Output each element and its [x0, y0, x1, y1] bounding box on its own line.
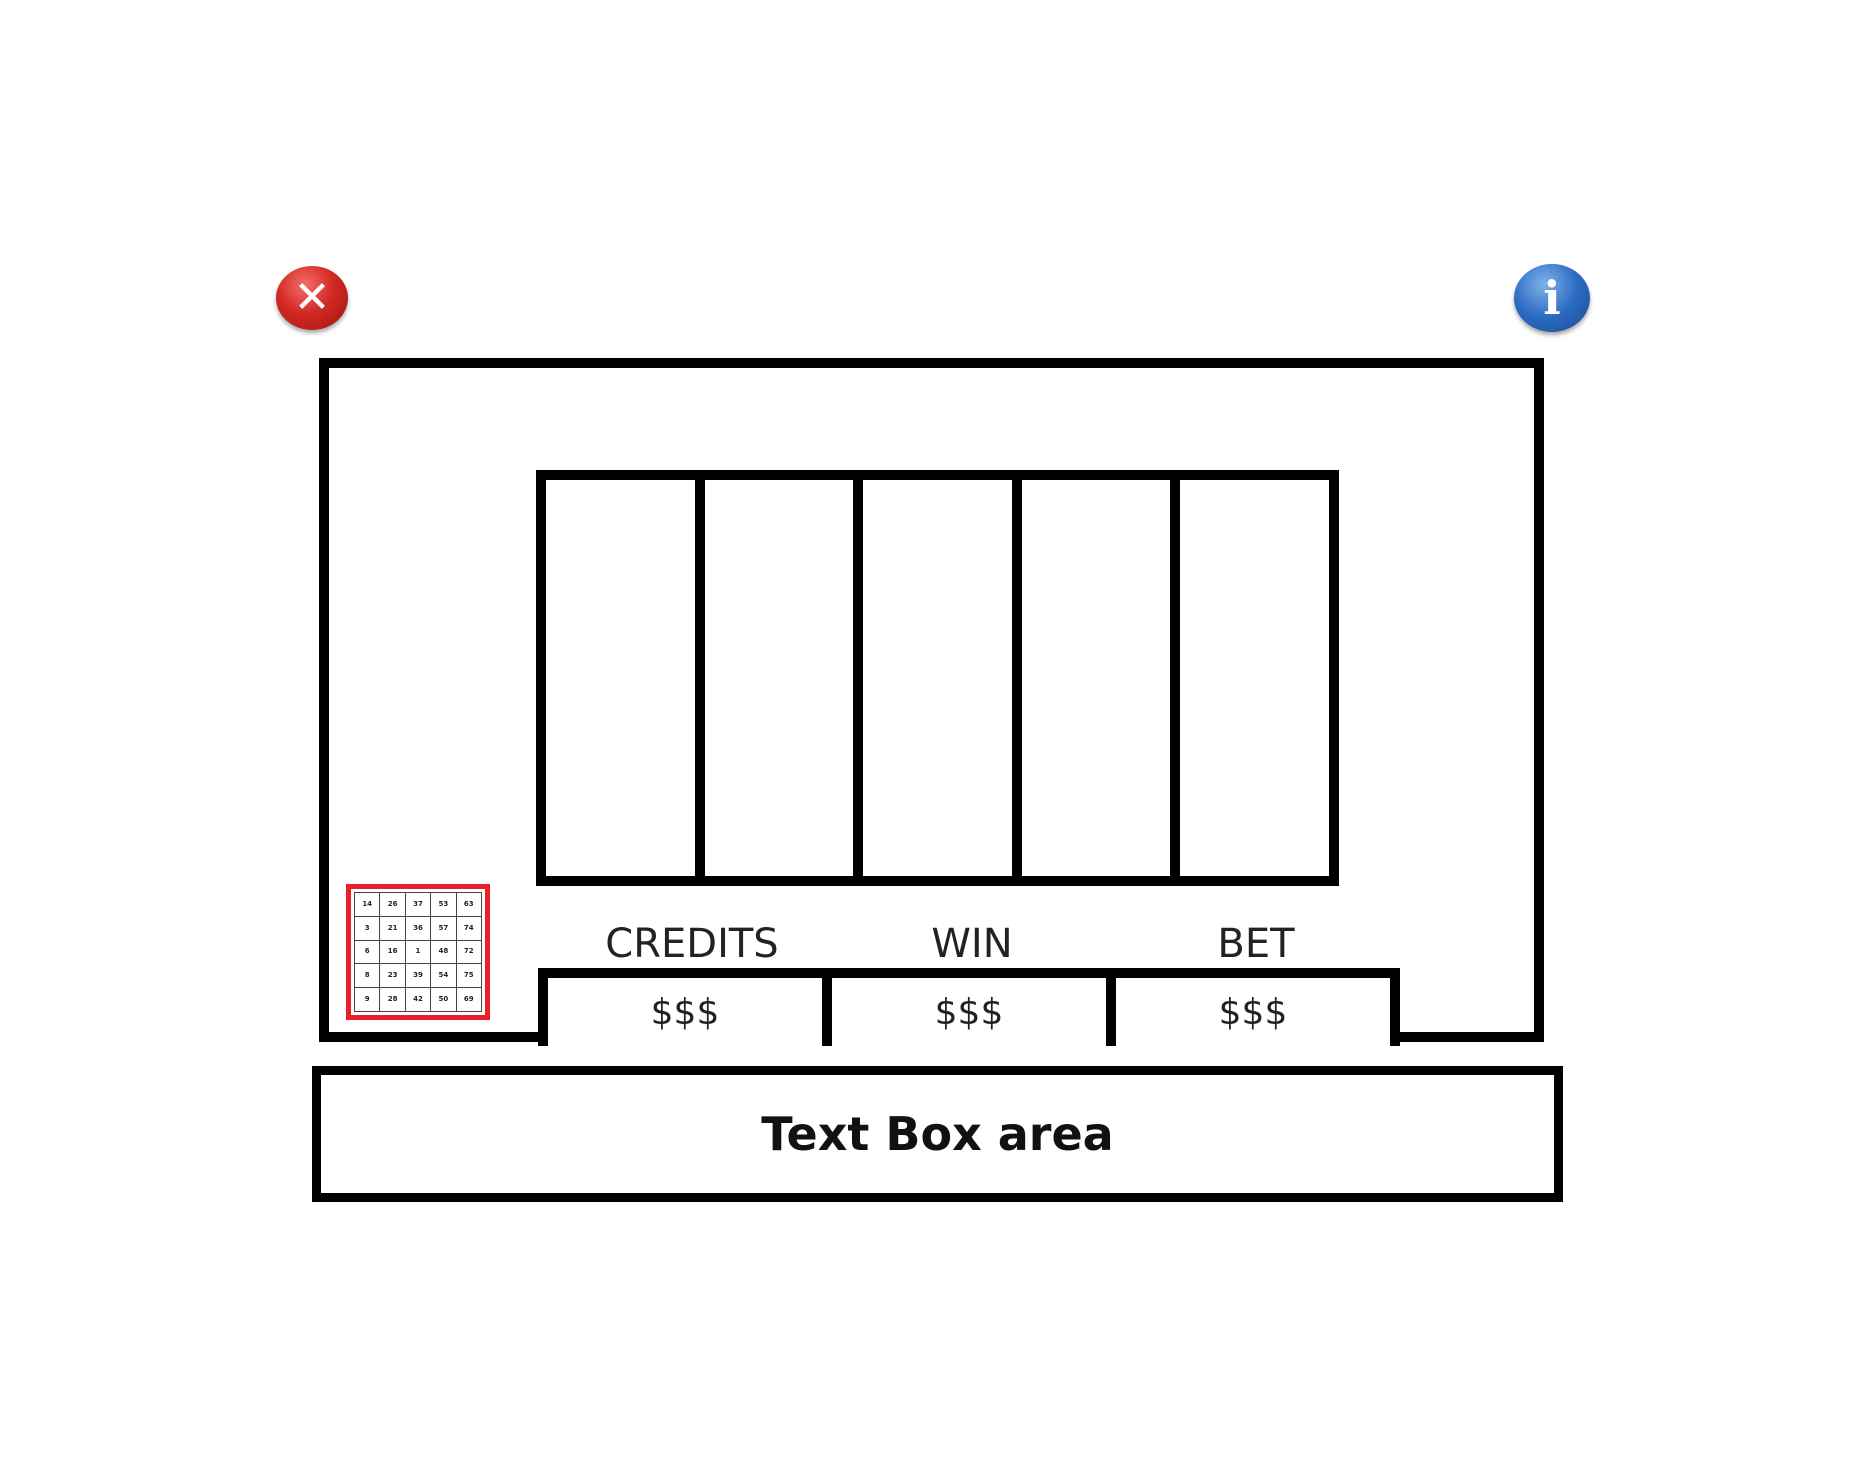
bingo-card-thumbnail[interactable]: 14 26 37 53 63 3 21 36 57 74 6 16 1 48 7… [346, 884, 490, 1020]
reel-area [536, 470, 1339, 886]
bingo-row: 14 26 37 53 63 [353, 892, 483, 917]
bingo-cell: 14 [353, 892, 381, 917]
info-button[interactable]: i [1514, 264, 1590, 332]
bingo-cell: 6 [353, 939, 381, 965]
reel-4[interactable] [1022, 480, 1181, 876]
text-box-label: Text Box area [761, 1107, 1114, 1161]
bingo-cell: 36 [404, 915, 432, 941]
bingo-cell: 57 [430, 915, 457, 941]
bingo-cell: 16 [379, 939, 406, 965]
close-icon: ✕ [293, 272, 331, 323]
bingo-cell: 8 [353, 963, 381, 989]
reel-1[interactable] [546, 480, 705, 876]
reel-3[interactable] [863, 480, 1022, 876]
bingo-cell: 28 [379, 987, 406, 1012]
bingo-cell: 21 [379, 915, 406, 941]
bingo-row: 9 28 42 50 69 [353, 987, 483, 1012]
bingo-cell: 3 [353, 915, 381, 941]
bingo-cell: 9 [353, 987, 381, 1012]
bet-value: $$$ [1218, 991, 1288, 1033]
bingo-cell: 1 [404, 939, 432, 965]
bingo-cell: 39 [404, 963, 432, 989]
bingo-cell: 23 [379, 963, 406, 989]
bingo-cell: 48 [430, 939, 457, 965]
bingo-cell: 63 [455, 892, 483, 917]
bingo-cell: 69 [455, 987, 483, 1012]
meter-bar: $$$ $$$ $$$ [538, 968, 1400, 1046]
reel-2[interactable] [705, 480, 864, 876]
bingo-cell: 74 [455, 915, 483, 941]
bingo-cell: 37 [404, 892, 432, 917]
credits-label: CREDITS [605, 921, 779, 967]
reel-5[interactable] [1180, 480, 1329, 876]
bingo-cell: 54 [430, 963, 457, 989]
bingo-cell: 75 [455, 963, 483, 989]
bingo-cell: 72 [455, 939, 483, 965]
bingo-cell: 42 [404, 987, 432, 1012]
bingo-cell: 50 [430, 987, 457, 1012]
bingo-row: 6 16 1 48 72 [353, 939, 483, 965]
close-button[interactable]: ✕ [276, 266, 348, 330]
credits-value: $$$ [548, 978, 832, 1046]
bingo-cell: 26 [379, 892, 406, 917]
text-box-area: Text Box area [312, 1066, 1563, 1202]
win-value: $$$ [832, 978, 1116, 1046]
bingo-grid: 14 26 37 53 63 3 21 36 57 74 6 16 1 48 7… [353, 892, 483, 1012]
bet-label: BET [1217, 921, 1295, 967]
bingo-cell: 53 [430, 892, 457, 917]
bingo-row: 3 21 36 57 74 [353, 915, 483, 941]
bingo-row: 8 23 39 54 75 [353, 963, 483, 989]
win-label: WIN [931, 921, 1013, 967]
info-icon: i [1543, 271, 1561, 325]
